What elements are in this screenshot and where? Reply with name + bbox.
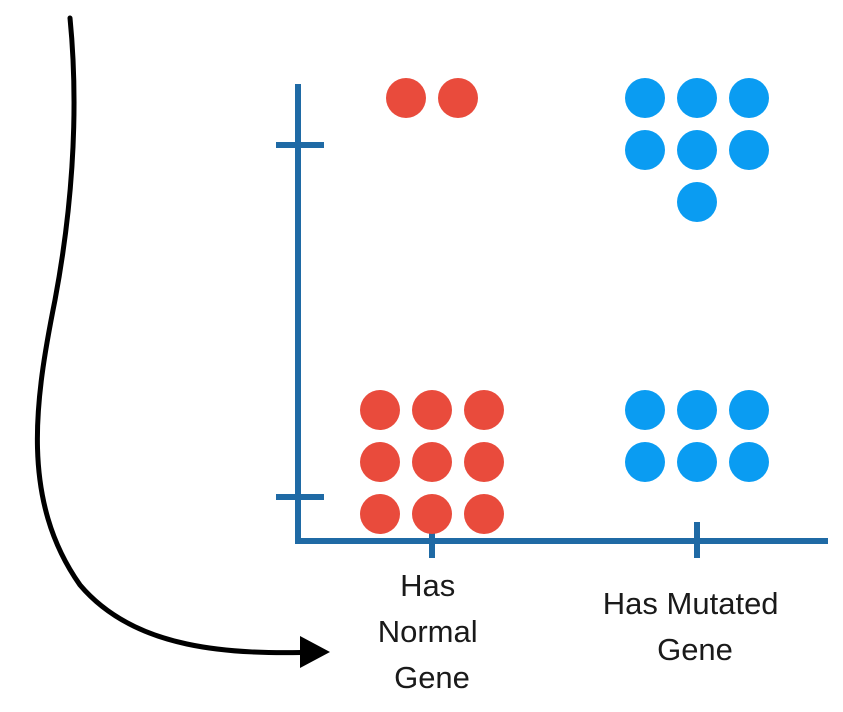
point-mutated-low xyxy=(625,442,665,482)
point-normal-low xyxy=(464,494,504,534)
point-normal-high xyxy=(438,78,478,118)
arrow-head-icon xyxy=(300,636,330,668)
point-mutated-high xyxy=(677,130,717,170)
x-label-mutated: Has Mutated Gene xyxy=(603,586,787,667)
point-normal-low xyxy=(360,442,400,482)
point-normal-low xyxy=(412,390,452,430)
point-normal-low xyxy=(360,390,400,430)
point-mutated-low xyxy=(677,390,717,430)
point-mutated-low xyxy=(729,390,769,430)
point-mutated-high xyxy=(729,130,769,170)
point-mutated-high xyxy=(625,78,665,118)
point-mutated-high xyxy=(677,78,717,118)
point-normal-low xyxy=(412,442,452,482)
x-label-normal-line-2: Normal xyxy=(378,614,478,649)
x-label-normal: Has Normal Gene xyxy=(378,568,487,695)
point-normal-low xyxy=(360,494,400,534)
point-normal-high xyxy=(386,78,426,118)
x-label-mutated-line-1: Has Mutated xyxy=(603,586,779,621)
x-label-mutated-line-2: Gene xyxy=(657,632,733,667)
x-label-normal-line-3: Gene xyxy=(394,660,470,695)
x-label-normal-line-1: Has xyxy=(400,568,455,603)
point-mutated-high xyxy=(729,78,769,118)
point-mutated-high xyxy=(677,182,717,222)
data-points xyxy=(360,78,769,534)
point-normal-low xyxy=(412,494,452,534)
curved-arrow-line xyxy=(34,15,323,656)
point-normal-low xyxy=(464,390,504,430)
point-normal-low xyxy=(464,442,504,482)
point-mutated-low xyxy=(677,442,717,482)
point-mutated-low xyxy=(729,442,769,482)
point-mutated-low xyxy=(625,390,665,430)
point-mutated-high xyxy=(625,130,665,170)
